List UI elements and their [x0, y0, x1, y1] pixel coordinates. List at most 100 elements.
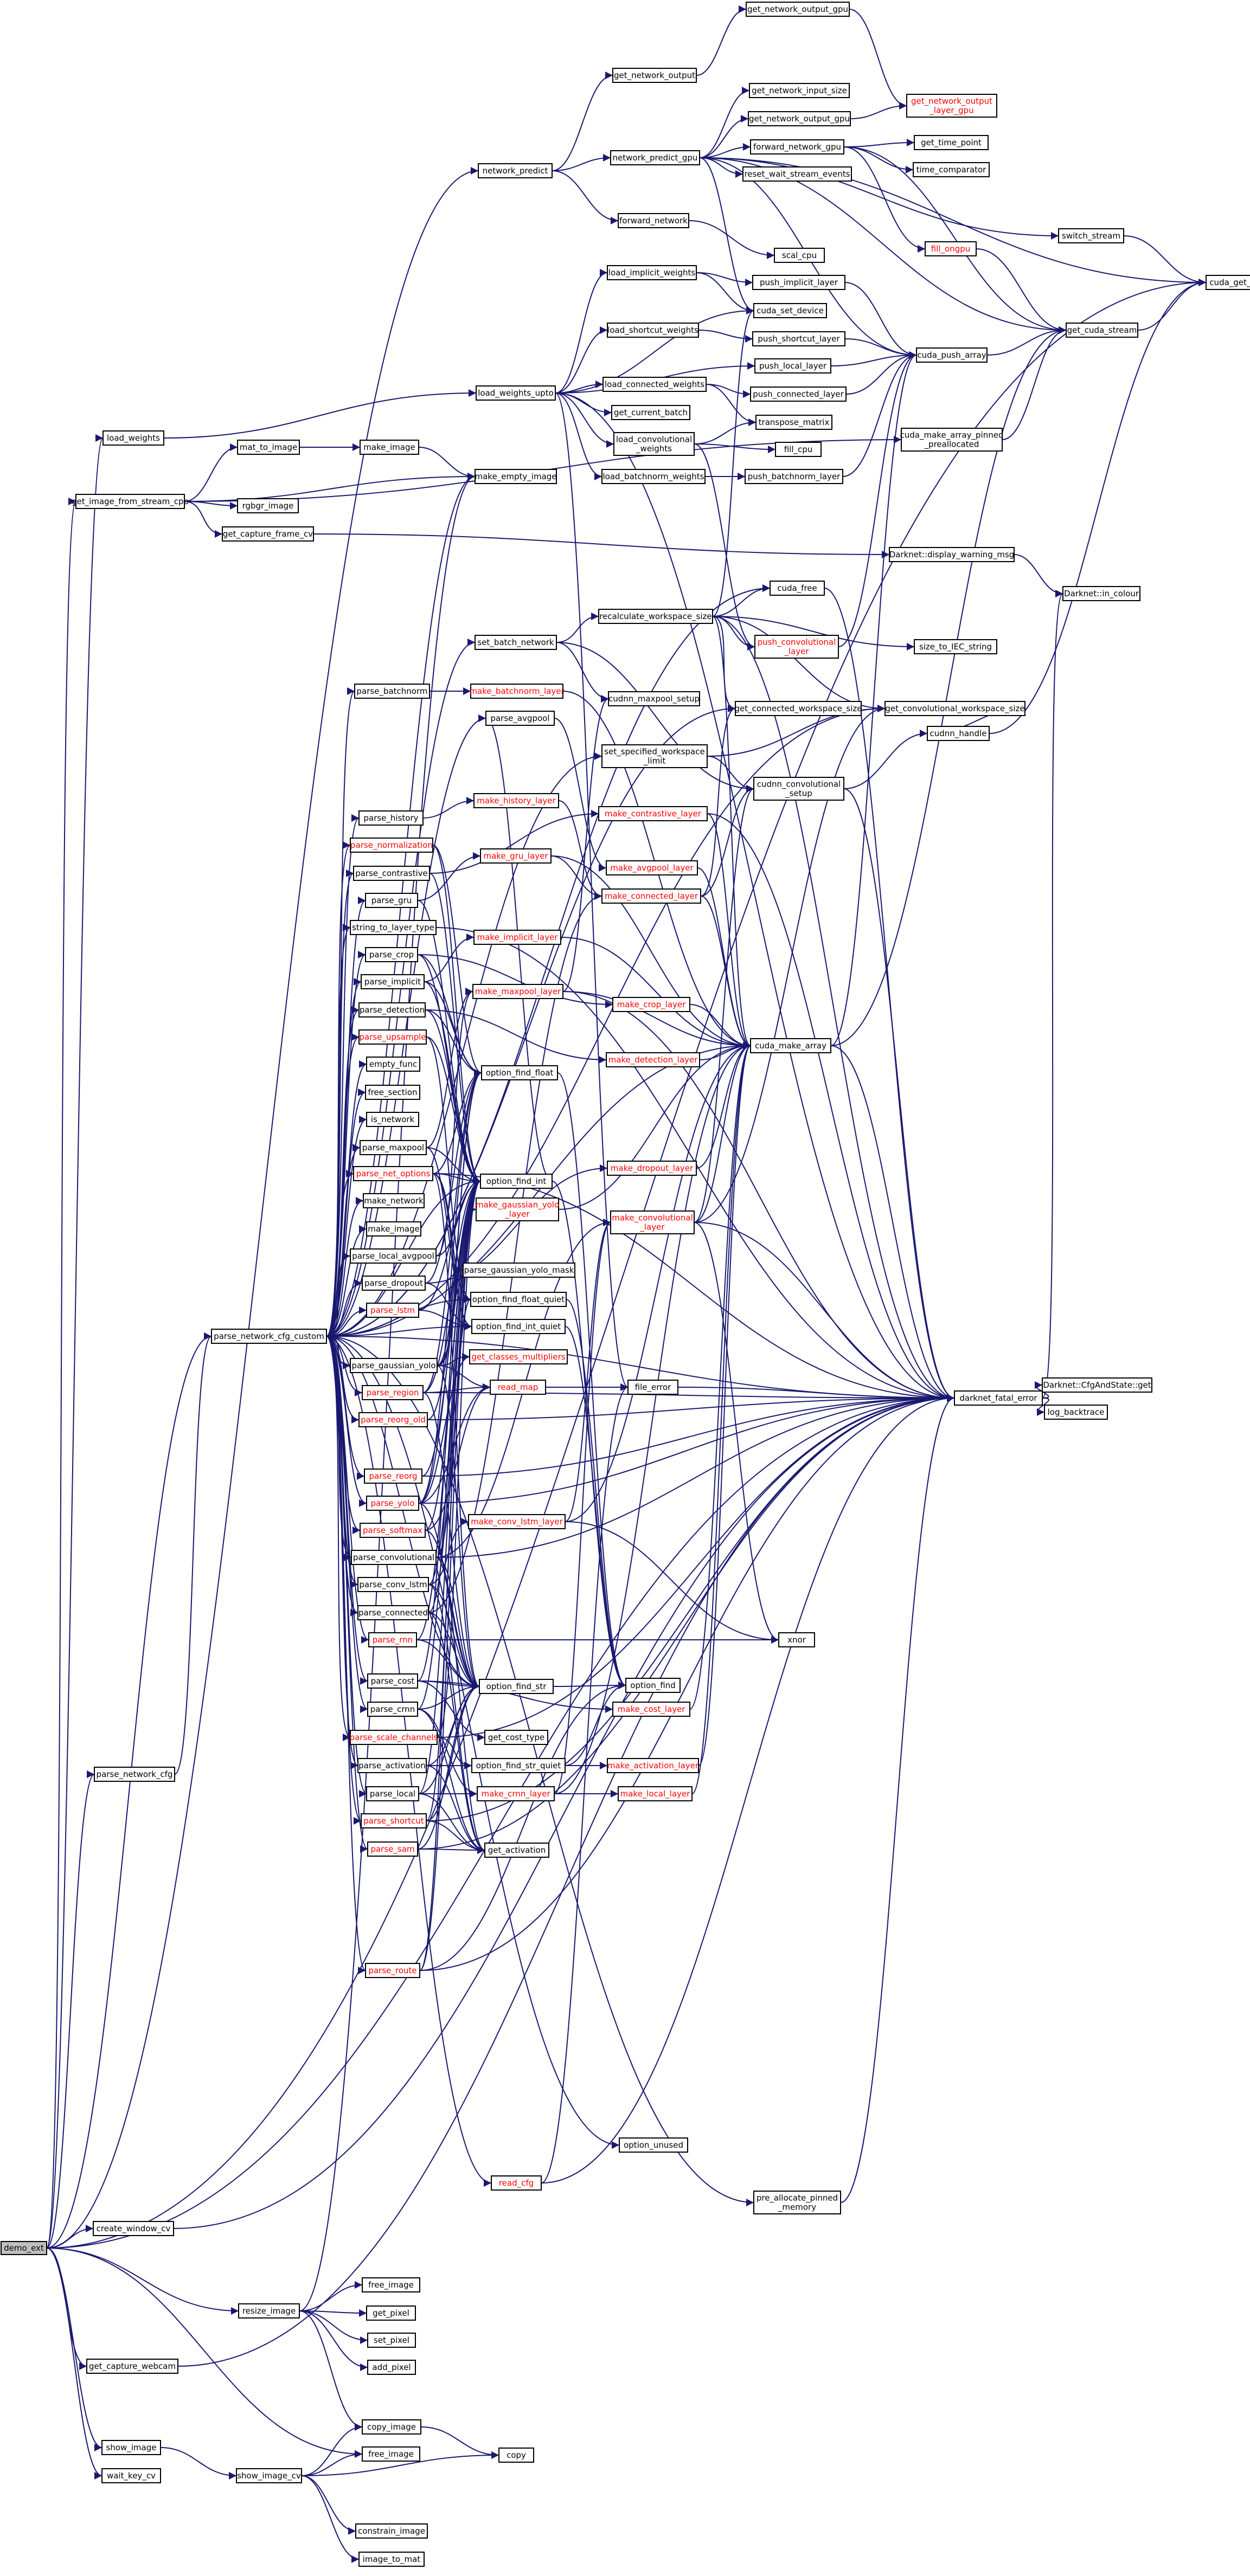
node-parse-conv-lstm[interactable]: parse_conv_lstm: [357, 1577, 429, 1592]
node-get-cost-type[interactable]: get_cost_type: [484, 1730, 548, 1745]
node-make-activation-layer[interactable]: make_activation_layer: [607, 1758, 699, 1773]
node-load-weights[interactable]: load_weights: [102, 430, 164, 446]
node-make-cost-layer[interactable]: make_cost_layer: [612, 1702, 690, 1717]
node-make-history-layer[interactable]: make_history_layer: [473, 793, 559, 808]
node-show-image-cv[interactable]: show_image_cv: [236, 2468, 302, 2483]
node-mat-to-image[interactable]: mat_to_image: [237, 440, 300, 455]
node-get-network-output[interactable]: get_network_output: [612, 68, 697, 83]
node-free-image[interactable]: free_image: [362, 2277, 420, 2292]
node-make-connected-layer[interactable]: make_connected_layer: [601, 888, 701, 904]
node-parse-route[interactable]: parse_route: [365, 1963, 420, 1978]
node-show-image[interactable]: show_image: [101, 2440, 161, 2455]
node-add-pixel[interactable]: add_pixel: [367, 2360, 416, 2375]
node-set-pixel[interactable]: set_pixel: [367, 2333, 416, 2348]
node-make-avgpool-layer[interactable]: make_avgpool_layer: [606, 860, 698, 875]
node-cudnn-handle[interactable]: cudnn_handle: [927, 726, 990, 741]
node-parse-network-cfg-custom[interactable]: parse_network_cfg_custom: [211, 1329, 327, 1344]
node-parse-cost[interactable]: parse_cost: [367, 1673, 418, 1689]
node-get-connected-workspace-size[interactable]: get_connected_workspace_size: [734, 701, 862, 716]
node-make-image-2[interactable]: make_image: [366, 1221, 421, 1237]
node-option-find-int[interactable]: option_find_int: [480, 1174, 553, 1189]
node-parse-batchnorm[interactable]: parse_batchnorm: [354, 684, 430, 699]
node-file-error[interactable]: file_error: [627, 1380, 678, 1395]
node-log-backtrace[interactable]: log_backtrace: [1044, 1405, 1108, 1420]
node-parse-detection[interactable]: parse_detection: [358, 1002, 426, 1017]
node-constrain-image[interactable]: constrain_image: [355, 2523, 428, 2539]
node-network-predict-gpu[interactable]: network_predict_gpu: [610, 150, 700, 165]
node-display-warning-msg[interactable]: Darknet::display_warning_msg: [889, 547, 1015, 562]
node-get-network-output-gpu[interactable]: get_network_output_gpu: [746, 2, 850, 17]
node-transpose-matrix[interactable]: transpose_matrix: [755, 415, 832, 430]
node-parse-reorg-old[interactable]: parse_reorg_old: [358, 1412, 428, 1427]
node-make-network[interactable]: make_network: [363, 1193, 425, 1208]
node-parse-activation[interactable]: parse_activation: [357, 1758, 427, 1773]
node-option-find-float[interactable]: option_find_float: [481, 1065, 558, 1080]
node-cudnn-maxpool-setup[interactable]: cudnn_maxpool_setup: [608, 691, 700, 706]
node-get-current-batch[interactable]: get_current_batch: [611, 405, 690, 420]
node-get-pixel[interactable]: get_pixel: [366, 2305, 416, 2321]
node-resize-image[interactable]: resize_image: [238, 2303, 300, 2319]
node-parse-gaussian-yolo-mask[interactable]: parse_gaussian_yolo_mask: [463, 1263, 575, 1278]
node-make-crop-layer[interactable]: make_crop_layer: [612, 997, 690, 1012]
node-make-crnn-layer[interactable]: make_crnn_layer: [477, 1786, 555, 1801]
node-create-window-cv[interactable]: create_window_cv: [93, 2221, 174, 2236]
node-load-connected-weights[interactable]: load_connected_weights: [602, 377, 707, 392]
node-parse-lstm[interactable]: parse_lstm: [366, 1303, 419, 1318]
node-forward-network-gpu[interactable]: forward_network_gpu: [750, 139, 844, 154]
node-parse-crnn[interactable]: parse_crnn: [367, 1702, 418, 1717]
node-option-find[interactable]: option_find: [625, 1678, 681, 1693]
node-make-dropout-layer[interactable]: make_dropout_layer: [607, 1161, 697, 1176]
node-option-find-int-quiet[interactable]: option_find_int_quiet: [471, 1319, 566, 1334]
node-cuda-make-array[interactable]: cuda_make_array: [750, 1038, 831, 1053]
node-copy[interactable]: copy: [498, 2448, 534, 2463]
node-free-image-2[interactable]: free_image: [362, 2446, 420, 2462]
node-time-comparator[interactable]: time_comparator: [913, 162, 990, 177]
node-make-batchnorm-layer[interactable]: make_batchnorm_layer: [469, 684, 565, 699]
node-option-find-str[interactable]: option_find_str: [479, 1679, 554, 1694]
node-get-time-point[interactable]: get_time_point: [914, 135, 989, 150]
node-parse-convolutional[interactable]: parse_convolutional: [351, 1550, 437, 1565]
node-in-colour[interactable]: Darknet::in_colour: [1062, 586, 1140, 601]
node-make-local-layer[interactable]: make_local_layer: [618, 1786, 693, 1801]
node-get-activation[interactable]: get_activation: [484, 1843, 549, 1858]
node-get-network-output-layer-gpu[interactable]: get_network_output_layer_gpu: [906, 94, 997, 118]
node-reset-wait-stream-events[interactable]: reset_wait_stream_events: [742, 166, 852, 182]
node-load-implicit-weights[interactable]: load_implicit_weights: [607, 265, 697, 280]
node-size-to-IEC-string[interactable]: size_to_IEC_string: [914, 639, 997, 654]
node-make-image[interactable]: make_image: [360, 440, 419, 455]
node-parse-dropout[interactable]: parse_dropout: [362, 1276, 426, 1291]
node-option-find-float-quiet[interactable]: option_find_float_quiet: [470, 1292, 567, 1307]
node-read-map[interactable]: read_map: [490, 1380, 546, 1395]
node-demo-ext[interactable]: demo_ext: [1, 2241, 47, 2255]
node-parse-softmax[interactable]: parse_softmax: [360, 1523, 426, 1538]
node-make-convolutional-layer[interactable]: make_convolutional_layer: [610, 1210, 695, 1234]
node-parse-local-avgpool[interactable]: parse_local_avgpool: [350, 1248, 437, 1264]
node-get-network-output-gpu-2[interactable]: get_network_output_gpu: [748, 111, 851, 126]
node-push-local-layer[interactable]: push_local_layer: [754, 358, 831, 373]
node-parse-history[interactable]: parse_history: [358, 810, 424, 826]
node-get-capture-webcam[interactable]: get_capture_webcam: [86, 2359, 178, 2374]
node-parse-region[interactable]: parse_region: [362, 1385, 424, 1400]
node-parse-network-cfg[interactable]: parse_network_cfg: [94, 1767, 175, 1782]
node-cuda-get-device[interactable]: cuda_get_device: [1206, 275, 1250, 290]
node-make-gaussian-yolo-layer[interactable]: make_gaussian_yolo_layer: [476, 1197, 559, 1221]
node-load-shortcut-weights[interactable]: load_shortcut_weights: [607, 323, 699, 338]
node-wait-key-cv[interactable]: wait_key_cv: [101, 2468, 161, 2483]
node-fill-ongpu[interactable]: fill_ongpu: [925, 241, 977, 256]
node-load-weights-upto[interactable]: load_weights_upto: [476, 385, 556, 401]
node-parse-connected[interactable]: parse_connected: [357, 1605, 429, 1620]
node-recalculate-workspace-size[interactable]: recalculate_workspace_size: [598, 609, 713, 624]
node-cudnn-convolutional-setup[interactable]: cudnn_convolutional_setup: [753, 777, 844, 801]
node-make-contrastive-layer[interactable]: make_contrastive_layer: [598, 806, 708, 821]
node-free-section[interactable]: free_section: [365, 1085, 420, 1100]
node-push-connected-layer[interactable]: push_connected_layer: [750, 387, 847, 402]
node-get-network-input-size[interactable]: get_network_input_size: [749, 83, 850, 98]
node-parse-contrastive[interactable]: parse_contrastive: [353, 866, 430, 881]
node-parse-sam[interactable]: parse_sam: [367, 1841, 418, 1857]
node-empty-func[interactable]: empty_func: [366, 1057, 420, 1072]
node-parse-yolo[interactable]: parse_yolo: [366, 1496, 419, 1511]
node-parse-rnn[interactable]: parse_rnn: [368, 1632, 417, 1647]
node-set-batch-network[interactable]: set_batch_network: [475, 635, 557, 650]
node-fill-cpu[interactable]: fill_cpu: [775, 442, 822, 457]
node-push-implicit-layer[interactable]: push_implicit_layer: [752, 275, 845, 290]
